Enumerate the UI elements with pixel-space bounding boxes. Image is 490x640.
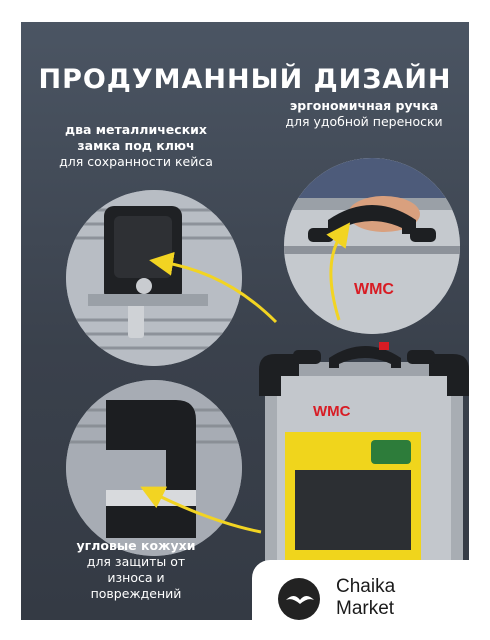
lock-caption-title-2: замка под ключ: [77, 138, 195, 153]
store-logo-line-1: Chaika: [336, 576, 396, 597]
seagull-icon: [278, 578, 320, 620]
store-logo-text: Chaika Market: [336, 576, 395, 620]
store-logo-line-2: Market: [336, 598, 395, 619]
svg-text:WMC: WMC: [354, 281, 394, 298]
store-logo: Chaika Market: [252, 560, 490, 640]
page-title: ПРОДУМАННЫЙ ДИЗАЙН: [38, 64, 452, 95]
corner-closeup-image: [66, 380, 242, 556]
handle-caption-title: эргономичная ручка: [289, 98, 439, 113]
corner-caption-text-1: для защиты от: [86, 554, 186, 569]
handle-caption: эргономичная ручка для удобной переноски: [259, 98, 469, 130]
case-brand-label: WMC: [313, 403, 351, 420]
corner-caption-title: угловые кожухи: [76, 538, 196, 553]
lock-caption-title-1: два металлических: [64, 122, 207, 137]
corner-caption-text-2: износа и: [107, 570, 165, 585]
design-panel: ПРОДУМАННЫЙ ДИЗАЙН эргономичная ручка дл…: [21, 22, 469, 620]
handle-caption-text: для удобной переноски: [285, 114, 443, 129]
tool-case-image: WMC: [259, 340, 469, 590]
lock-caption: два металлических замка под ключ для сох…: [31, 122, 241, 170]
corner-caption: угловые кожухи для защиты от износа и по…: [31, 538, 241, 602]
callout-arrows: [140, 222, 351, 534]
corner-caption-text-3: повреждений: [90, 586, 182, 601]
lock-caption-text: для сохранности кейса: [59, 154, 213, 169]
